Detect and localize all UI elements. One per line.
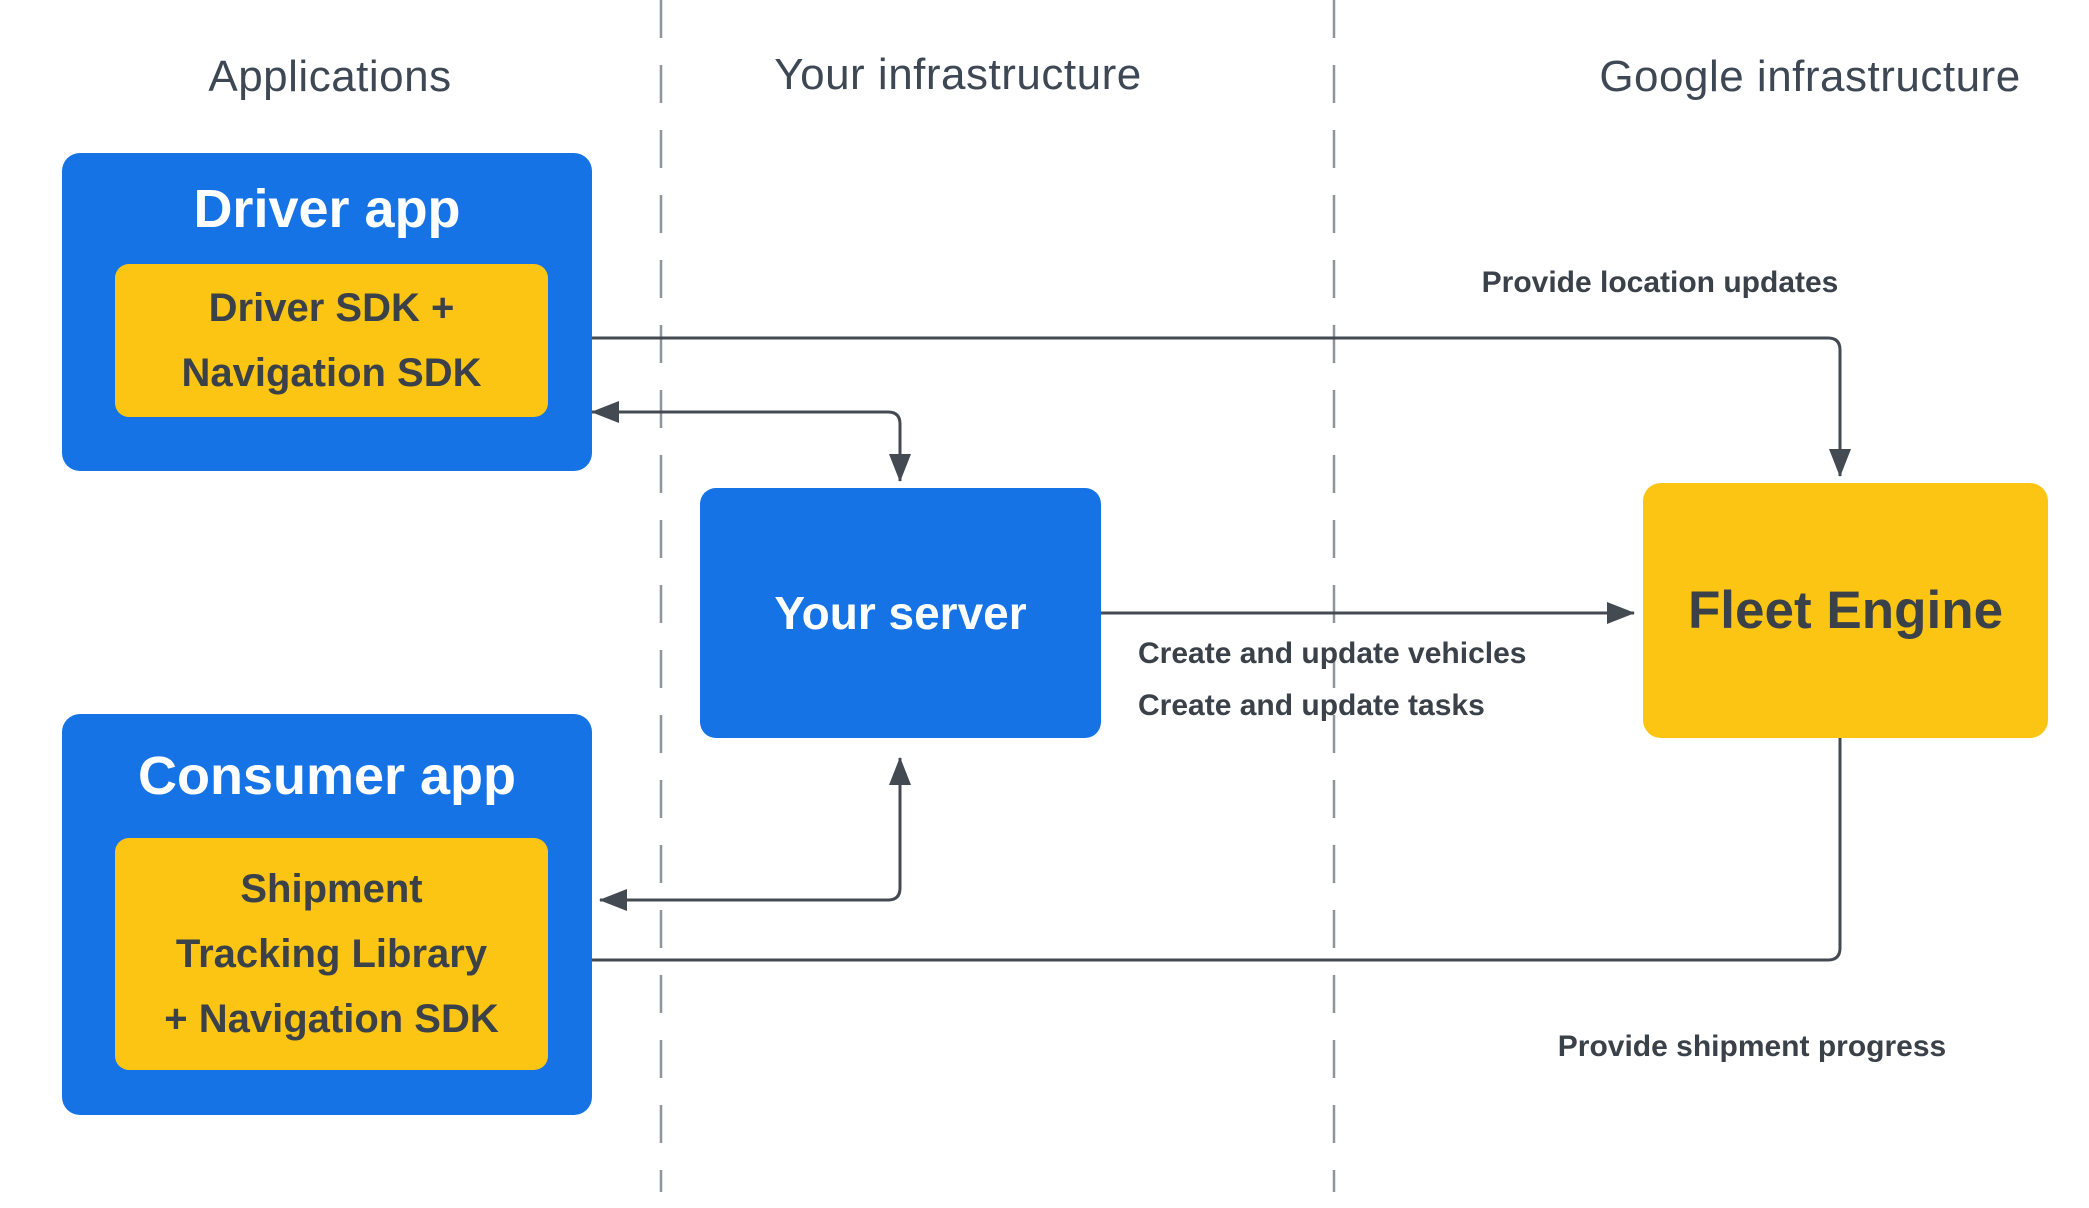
consumer-app-title: Consumer app	[137, 746, 517, 806]
fleet-engine-box	[1643, 483, 2048, 738]
label-create-and-update: Create and update vehicles Create and up…	[1138, 628, 1526, 732]
label-create-update-tasks: Create and update tasks	[1138, 689, 1485, 722]
driver-sdk-line-2: Navigation SDK	[181, 350, 482, 395]
shipment-lib-line-3: + Navigation SDK	[164, 996, 499, 1041]
connector-fleet-engine-shipment-library	[559, 738, 1842, 971]
shipment-tracking-library-box	[115, 838, 548, 1070]
column-header-your-infrastructure: Your infrastructure	[774, 50, 1142, 99]
shipment-lib-line-1: Shipment	[240, 866, 423, 911]
driver-sdk-label: Driver SDK + Navigation SDK	[115, 264, 548, 417]
connector-driver-sdk-fleet-engine	[551, 327, 1851, 477]
your-server-box	[700, 488, 1101, 738]
label-provide-shipment-progress: Provide shipment progress	[1557, 1030, 1947, 1063]
fleet-engine-title: Fleet Engine	[1687, 581, 2004, 640]
column-header-applications: Applications	[208, 52, 452, 101]
label-create-update-vehicles: Create and update vehicles	[1138, 637, 1527, 670]
label-provide-location-updates: Provide location updates	[1481, 266, 1839, 299]
driver-sdk-box	[115, 264, 548, 417]
your-server-title: Your server	[774, 587, 1027, 639]
shipment-tracking-library-label: Shipment Tracking Library + Navigation S…	[115, 838, 548, 1070]
column-header-google-infrastructure: Google infrastructure	[1599, 52, 2021, 101]
driver-app-title: Driver app	[193, 178, 461, 239]
connector-consumer-app-your-server	[599, 757, 911, 911]
driver-sdk-line-1: Driver SDK +	[208, 285, 455, 330]
connector-driver-app-your-server	[591, 401, 911, 482]
shipment-lib-line-2: Tracking Library	[175, 931, 488, 976]
